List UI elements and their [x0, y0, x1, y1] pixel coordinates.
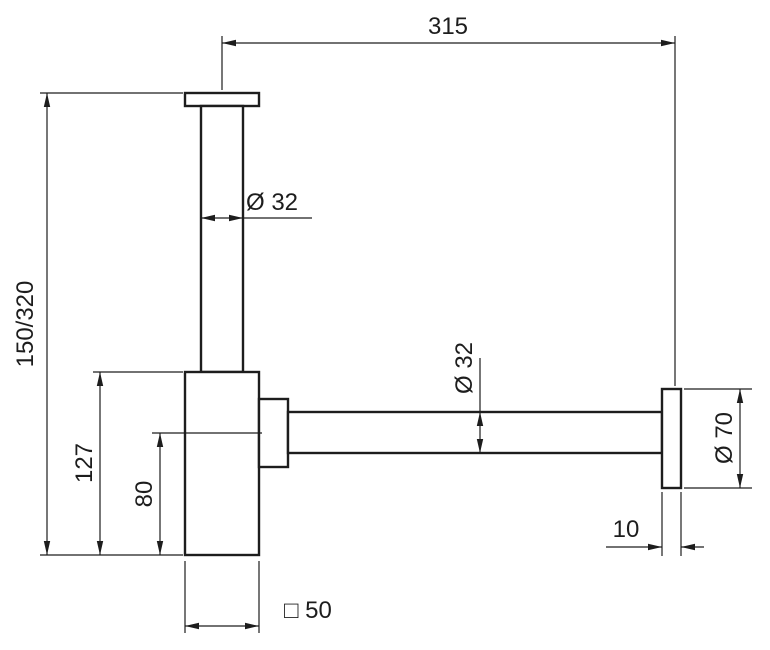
dim-body-square: □ 50	[184, 561, 332, 633]
dim-50-label: □ 50	[284, 597, 332, 624]
dim-inlet-diameter: Ø 32	[201, 189, 312, 222]
dim-rosette-diameter: Ø 70	[684, 388, 752, 489]
dim-rosette-thickness: 10	[606, 492, 704, 556]
inlet-pipe	[199, 104, 245, 374]
dim-10-label: 10	[613, 516, 640, 543]
dim-rosette-label: Ø 70	[711, 412, 738, 464]
dim-315-label: 315	[428, 13, 468, 40]
dim-body-height: 127	[71, 371, 183, 555]
outlet-pipe	[286, 410, 664, 455]
dim-127-label: 127	[71, 443, 98, 483]
wall-rosette	[660, 387, 683, 490]
dim-150-label: 150/320	[12, 281, 39, 368]
inlet-flange	[183, 91, 261, 108]
dim-outlet-dia-label: Ø 32	[451, 342, 478, 394]
dim-width-315: 315	[221, 13, 676, 386]
dim-outlet-diameter: Ø 32	[451, 342, 484, 453]
dim-inlet-dia-label: Ø 32	[246, 189, 298, 216]
dim-80-label: 80	[131, 481, 158, 508]
trap-body	[183, 370, 261, 557]
dim-height-150-320: 150/320	[12, 92, 183, 556]
fixture-outline	[183, 91, 683, 557]
dim-outlet-axis-height: 80	[131, 432, 262, 555]
outlet-nut	[257, 397, 290, 469]
